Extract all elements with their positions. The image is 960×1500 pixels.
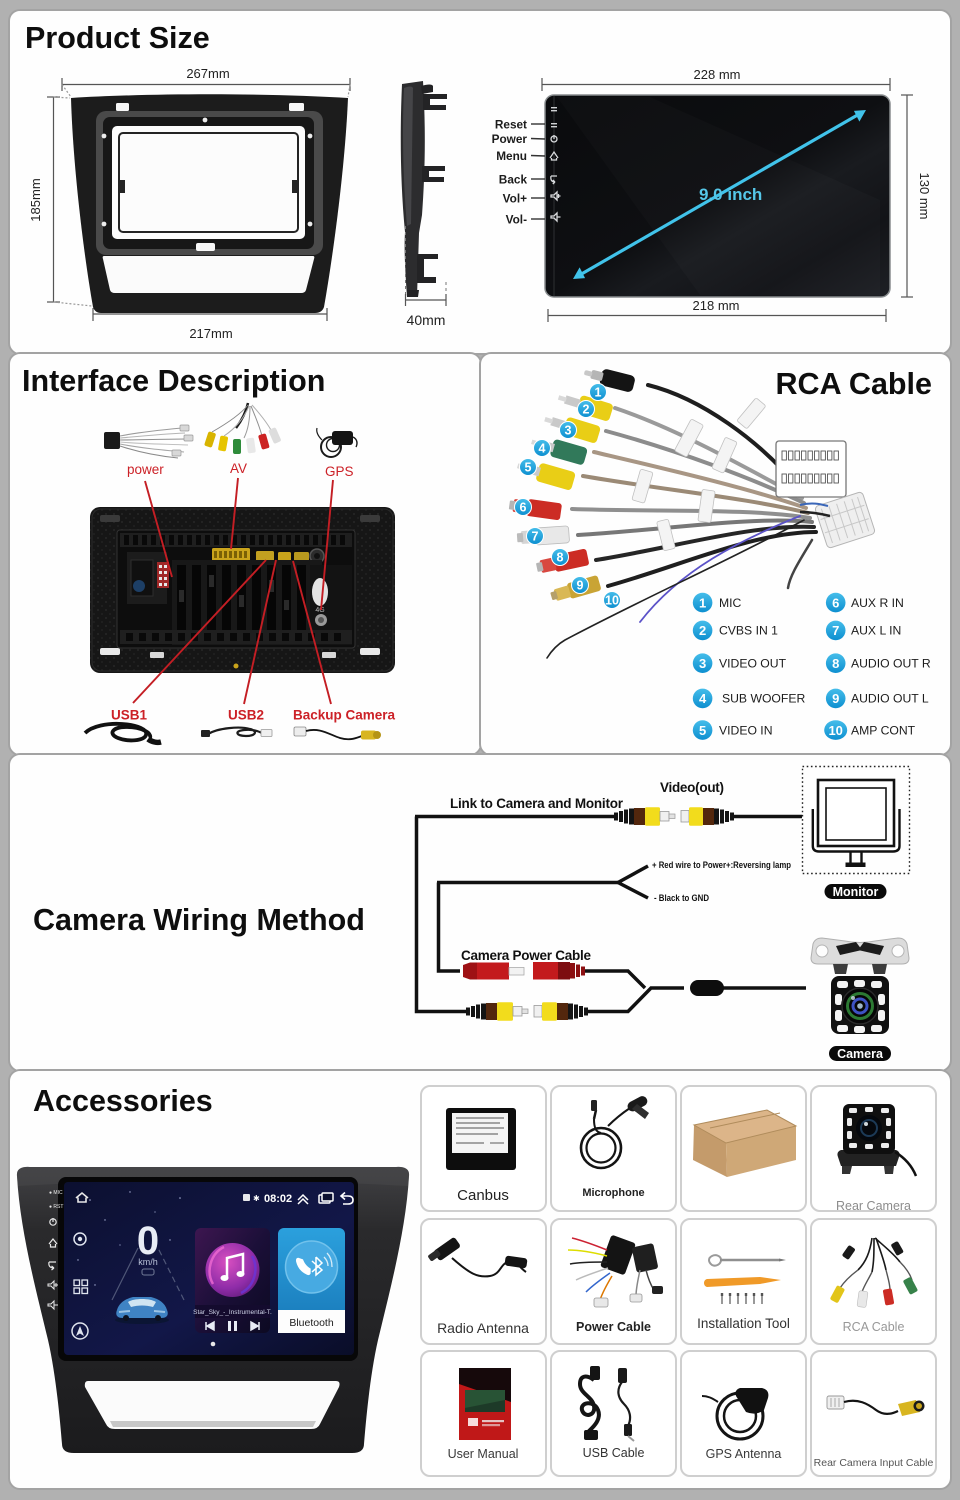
svg-text:● MIC: ● MIC bbox=[49, 1190, 63, 1196]
svg-text:CVBS IN 1: CVBS IN 1 bbox=[719, 624, 778, 638]
svg-text:USB1: USB1 bbox=[111, 708, 148, 723]
svg-text:3: 3 bbox=[699, 656, 706, 671]
svg-text:Power Cable: Power Cable bbox=[576, 1320, 651, 1334]
svg-text:185mm: 185mm bbox=[28, 178, 43, 221]
svg-text:Back: Back bbox=[499, 173, 528, 187]
svg-text:AV: AV bbox=[230, 461, 247, 476]
svg-text:User Manual: User Manual bbox=[448, 1447, 519, 1461]
svg-text:130 mm: 130 mm bbox=[917, 173, 932, 220]
svg-text:228 mm: 228 mm bbox=[694, 67, 741, 82]
svg-text:Microphone: Microphone bbox=[582, 1187, 644, 1199]
svg-text:● RST: ● RST bbox=[49, 1204, 63, 1210]
svg-text:1: 1 bbox=[699, 595, 706, 610]
svg-text:2: 2 bbox=[583, 403, 590, 417]
svg-text:AUX L IN: AUX L IN bbox=[851, 624, 901, 638]
svg-text:RCA Cable: RCA Cable bbox=[776, 367, 932, 401]
svg-text:8: 8 bbox=[832, 656, 839, 671]
svg-text:1: 1 bbox=[595, 386, 602, 400]
svg-text:Camera: Camera bbox=[837, 1047, 884, 1061]
svg-text:6: 6 bbox=[520, 501, 527, 515]
svg-text:5: 5 bbox=[525, 461, 532, 475]
svg-text:AUDIO OUT R: AUDIO OUT R bbox=[851, 656, 931, 670]
svg-text:power: power bbox=[127, 462, 164, 477]
svg-text:9.0 inch: 9.0 inch bbox=[699, 185, 762, 204]
svg-text:218 mm: 218 mm bbox=[693, 298, 740, 313]
svg-text:4G: 4G bbox=[315, 607, 324, 614]
svg-text:VIDEO OUT: VIDEO OUT bbox=[719, 656, 787, 670]
svg-text:Product Size: Product Size bbox=[25, 21, 210, 55]
svg-text:Vol-: Vol- bbox=[506, 213, 527, 227]
svg-text:VIDEO IN: VIDEO IN bbox=[719, 723, 773, 737]
svg-text:4: 4 bbox=[539, 442, 546, 456]
svg-text:4: 4 bbox=[699, 691, 707, 706]
svg-text:Reset: Reset bbox=[495, 118, 527, 132]
svg-text:AUDIO OUT L: AUDIO OUT L bbox=[851, 692, 929, 706]
svg-text:SUB WOOFER: SUB WOOFER bbox=[722, 692, 805, 706]
svg-text:40mm: 40mm bbox=[407, 312, 446, 328]
svg-text:08:02: 08:02 bbox=[264, 1193, 292, 1205]
svg-text:Video(out): Video(out) bbox=[660, 780, 724, 795]
svg-text:10: 10 bbox=[828, 723, 842, 738]
svg-text:Installation Tool: Installation Tool bbox=[697, 1316, 790, 1331]
svg-text:GPS: GPS bbox=[325, 464, 354, 479]
svg-text:8: 8 bbox=[557, 551, 564, 565]
svg-text:Menu: Menu bbox=[496, 149, 527, 163]
svg-text:Camera Wiring Method: Camera Wiring Method bbox=[33, 903, 365, 937]
svg-text:✱: ✱ bbox=[253, 1194, 260, 1203]
svg-text:2: 2 bbox=[699, 623, 706, 638]
svg-text:Star_Sky_-_Instrumental-T.: Star_Sky_-_Instrumental-T. bbox=[193, 1309, 272, 1316]
svg-text:USB2: USB2 bbox=[228, 708, 264, 723]
svg-text:Accessories: Accessories bbox=[33, 1084, 213, 1118]
svg-text:km/h: km/h bbox=[138, 1257, 158, 1267]
svg-text:Vol+: Vol+ bbox=[503, 192, 527, 206]
svg-text:Canbus: Canbus bbox=[457, 1187, 509, 1204]
svg-text:Power: Power bbox=[492, 132, 528, 146]
svg-text:- Black to GND: - Black to GND bbox=[654, 893, 709, 904]
svg-text:AMP CONT: AMP CONT bbox=[851, 723, 916, 737]
svg-text:5: 5 bbox=[699, 723, 706, 738]
svg-text:Rear Camera: Rear Camera bbox=[836, 1199, 911, 1213]
svg-text:MIC: MIC bbox=[719, 596, 742, 610]
svg-text:GPS Antenna: GPS Antenna bbox=[706, 1447, 782, 1461]
svg-text:9: 9 bbox=[832, 691, 839, 706]
svg-text:7: 7 bbox=[832, 623, 839, 638]
svg-text:Interface Description: Interface Description bbox=[22, 364, 325, 398]
svg-text:3: 3 bbox=[565, 424, 572, 438]
svg-text:+ Red wire to Power+:Reversing: + Red wire to Power+:Reversing lamp bbox=[652, 860, 791, 871]
svg-text:Camera Power Cable: Camera Power Cable bbox=[461, 948, 591, 963]
svg-text:Rear Camera Input Cable: Rear Camera Input Cable bbox=[814, 1457, 934, 1469]
svg-text:267mm: 267mm bbox=[186, 66, 229, 81]
svg-text:0: 0 bbox=[137, 1219, 159, 1263]
svg-text:Radio Antenna: Radio Antenna bbox=[437, 1320, 529, 1336]
svg-text:6: 6 bbox=[832, 595, 839, 610]
svg-text:Monitor: Monitor bbox=[833, 885, 879, 899]
svg-text:10: 10 bbox=[605, 594, 619, 608]
svg-text:Link to Camera and Monitor: Link to Camera and Monitor bbox=[450, 796, 624, 811]
svg-text:AUX R IN: AUX R IN bbox=[851, 596, 904, 610]
svg-text:Bluetooth: Bluetooth bbox=[289, 1317, 334, 1329]
svg-text:9: 9 bbox=[577, 579, 584, 593]
svg-text:Backup Camera: Backup Camera bbox=[293, 708, 396, 723]
svg-text:USB Cable: USB Cable bbox=[583, 1446, 645, 1460]
svg-text:RCA Cable: RCA Cable bbox=[843, 1320, 905, 1334]
svg-text:217mm: 217mm bbox=[189, 326, 232, 341]
svg-text:7: 7 bbox=[532, 530, 539, 544]
